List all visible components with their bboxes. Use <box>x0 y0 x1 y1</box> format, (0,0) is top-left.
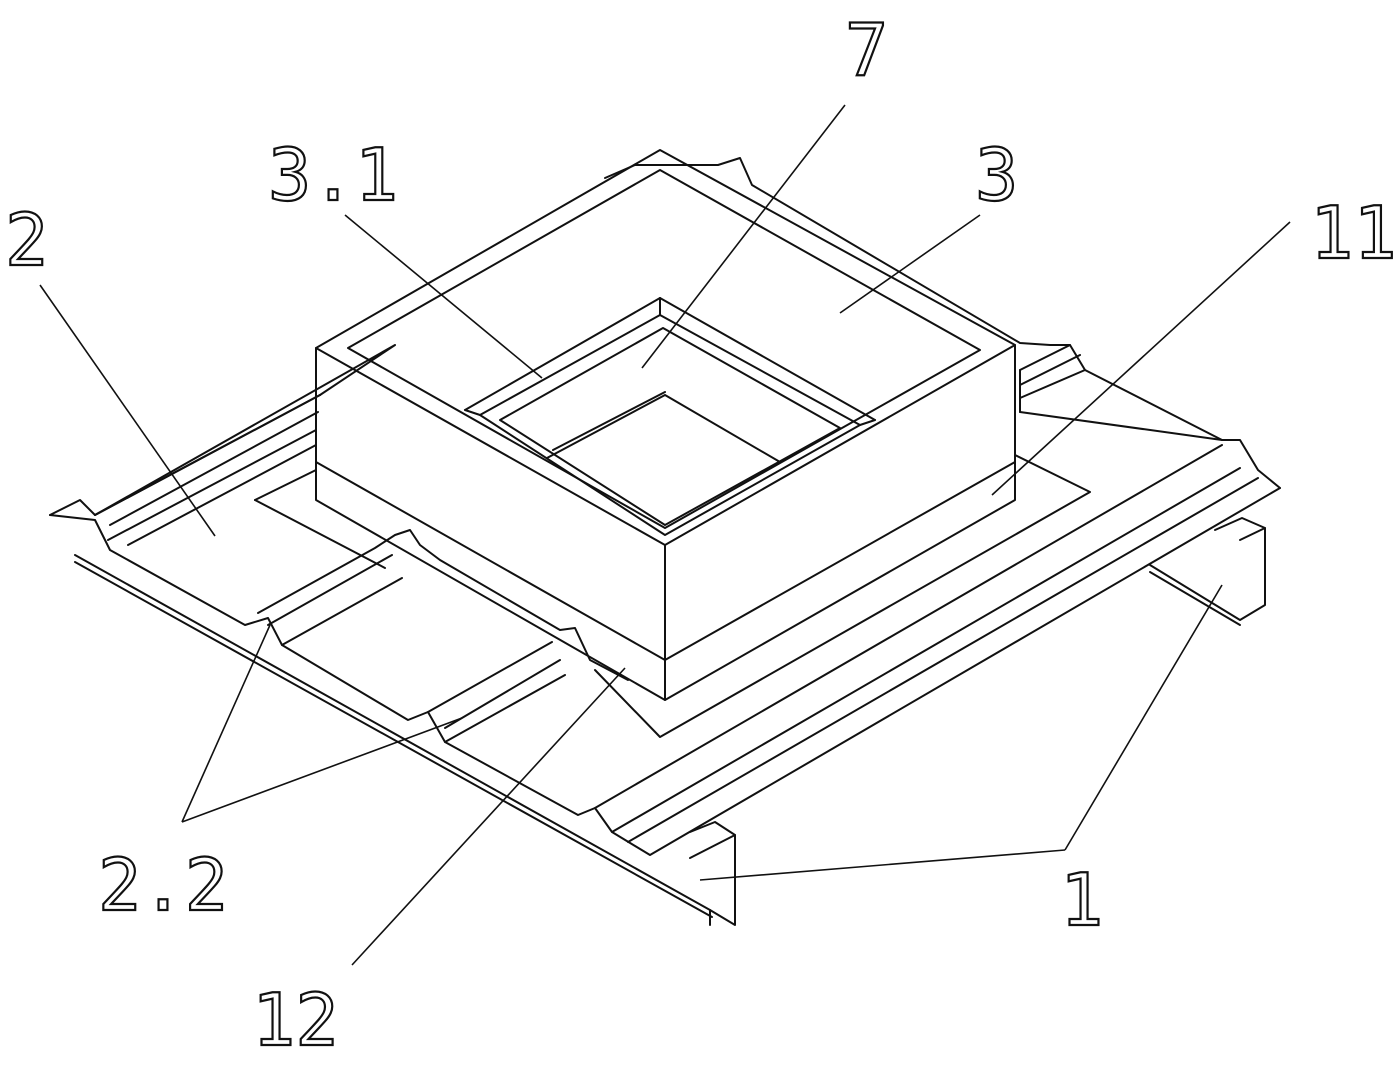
leader-3 <box>839 214 981 314</box>
purlin-back <box>1149 517 1266 626</box>
frame-box <box>315 149 1016 701</box>
label-7: 7 <box>845 8 888 92</box>
leader-11 <box>991 221 1291 496</box>
leader-12 <box>351 667 626 966</box>
roof-sheet <box>49 157 1281 856</box>
leader-2-2a <box>181 624 271 823</box>
leader-3-1 <box>344 214 543 379</box>
leader-7 <box>641 104 846 369</box>
label-12: 12 <box>252 978 339 1062</box>
label-2: 2 <box>5 198 48 282</box>
flashing-plate <box>254 454 1091 738</box>
leader-1b <box>699 849 1066 881</box>
leader-lines <box>39 104 1291 966</box>
label-2-2: 2.2 <box>98 843 228 927</box>
leader-1a <box>1064 584 1223 851</box>
label-3-1: 3.1 <box>268 133 398 217</box>
purlin-front <box>74 554 736 926</box>
leader-2 <box>39 284 216 537</box>
label-3: 3 <box>975 133 1018 217</box>
label-11: 11 <box>1310 191 1397 275</box>
leader-2-2b <box>181 717 463 823</box>
label-1: 1 <box>1060 858 1103 942</box>
